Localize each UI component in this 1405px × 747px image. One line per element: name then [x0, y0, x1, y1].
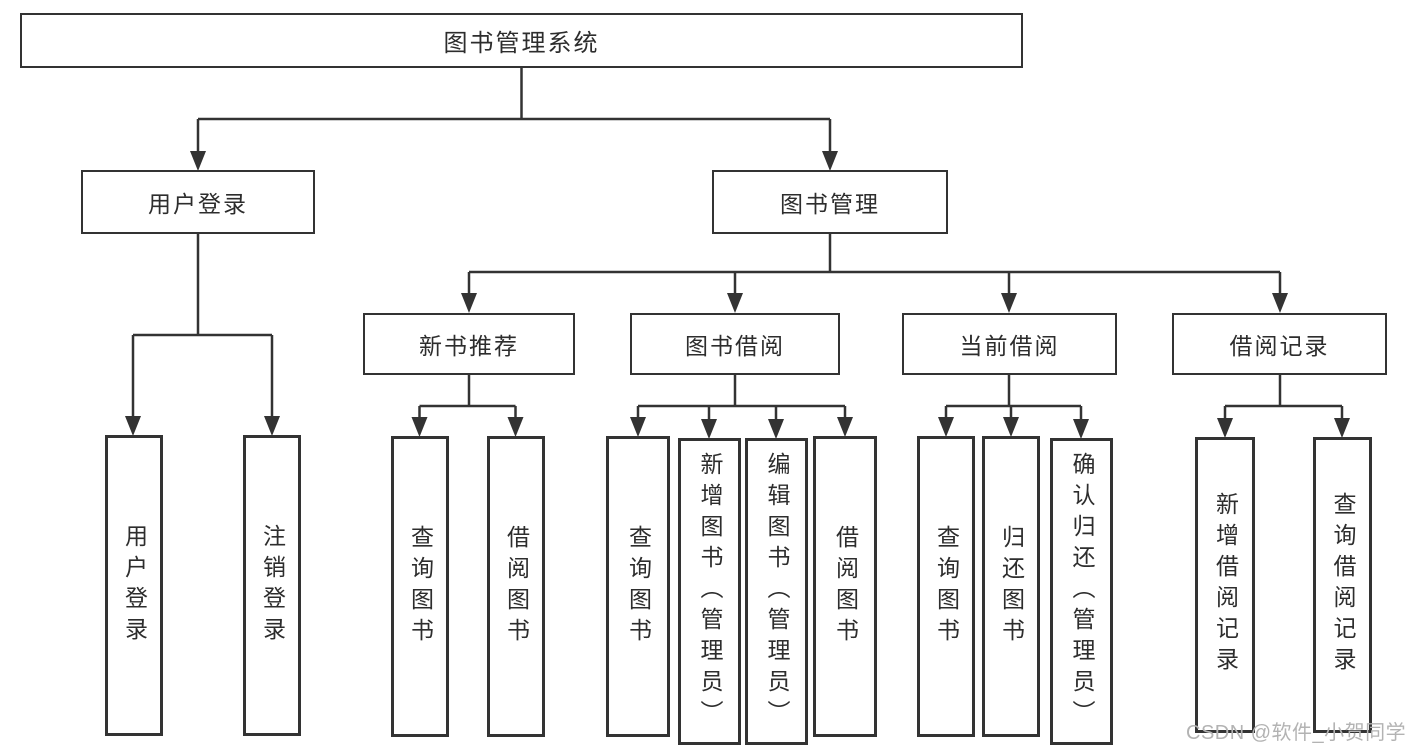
node-book-borrowing: 图书借阅	[630, 313, 840, 375]
arrow-down-icon	[125, 416, 141, 436]
arrow-down-icon	[411, 417, 428, 437]
node-label: 归还图书	[998, 524, 1025, 649]
arrow-down-icon	[1003, 417, 1019, 437]
arrow-down-icon	[1001, 293, 1017, 313]
node-book-management: 图书管理	[712, 170, 948, 234]
connector-current-borrowing-children	[938, 375, 1089, 439]
node-label: 新增图书（管理员）	[697, 452, 723, 731]
node-label: 借阅记录	[1229, 333, 1330, 359]
leaf-query-books-borrowing: 查询图书	[606, 436, 670, 737]
arrow-down-icon	[727, 293, 743, 313]
node-label: 查询图书	[625, 524, 652, 649]
arrow-down-icon	[1217, 418, 1233, 438]
connector-book-borrowing-children	[630, 375, 853, 439]
node-label: 图书借阅	[685, 333, 785, 359]
node-label: 借阅图书	[503, 524, 530, 649]
connector-book-management-to-level3	[461, 234, 1288, 313]
arrow-down-icon	[1272, 293, 1288, 313]
node-label: 确认归还（管理员）	[1069, 452, 1095, 731]
leaf-user-login: 用户登录	[105, 435, 163, 736]
node-label: 注销登录	[259, 523, 286, 648]
node-label: 用户登录	[148, 191, 248, 217]
arrow-down-icon	[1334, 418, 1350, 438]
arrow-down-icon	[190, 151, 206, 171]
leaf-add-borrow-record: 新增借阅记录	[1195, 437, 1255, 733]
node-label: 借阅图书	[832, 524, 859, 649]
leaf-return-books: 归还图书	[982, 436, 1040, 737]
leaf-borrow-books-recommend: 借阅图书	[487, 436, 545, 737]
leaf-add-books-admin: 新增图书（管理员）	[678, 438, 741, 745]
node-label: 查询图书	[407, 524, 434, 649]
arrow-down-icon	[264, 416, 280, 436]
leaf-logout-login: 注销登录	[243, 435, 301, 736]
node-label: 图书管理	[780, 191, 880, 217]
arrow-down-icon	[701, 419, 717, 439]
csdn-watermark: CSDN @软件_小贺同学	[1186, 722, 1405, 744]
arrow-down-icon	[822, 151, 838, 171]
leaf-edit-books-admin: 编辑图书（管理员）	[745, 438, 808, 745]
leaf-query-borrow-record: 查询借阅记录	[1313, 437, 1372, 733]
node-label: 当前借阅	[959, 333, 1060, 359]
node-label: 新增借阅记录	[1212, 492, 1239, 678]
node-borrow-records: 借阅记录	[1172, 313, 1387, 375]
node-label: 新书推荐	[419, 333, 519, 359]
connector-root-to-level2	[190, 68, 838, 171]
node-current-borrowing: 当前借阅	[902, 313, 1117, 375]
leaf-confirm-return-admin: 确认归还（管理员）	[1050, 438, 1113, 745]
node-user-login: 用户登录	[81, 170, 315, 234]
node-new-book-recommend: 新书推荐	[363, 313, 575, 375]
arrow-down-icon	[1073, 419, 1089, 439]
arrow-down-icon	[768, 419, 784, 439]
arrow-down-icon	[837, 417, 853, 437]
leaf-borrow-books-borrowing: 借阅图书	[813, 436, 877, 737]
arrow-down-icon	[507, 417, 524, 437]
connector-new-book-recommend-children	[411, 375, 524, 437]
node-label: 查询借阅记录	[1330, 492, 1356, 678]
node-label: 编辑图书（管理员）	[764, 452, 790, 731]
node-label: 图书管理系统	[443, 30, 600, 57]
leaf-query-books-recommend: 查询图书	[391, 436, 449, 737]
leaf-query-books-current: 查询图书	[917, 436, 975, 737]
arrow-down-icon	[630, 417, 646, 437]
arrow-down-icon	[461, 293, 477, 313]
arrow-down-icon	[938, 417, 954, 437]
node-library-system: 图书管理系统	[20, 13, 1023, 68]
node-label: 用户登录	[121, 523, 148, 648]
node-label: 查询图书	[933, 524, 960, 649]
connector-user-login-children	[125, 234, 280, 436]
connector-borrow-records-children	[1217, 375, 1350, 438]
